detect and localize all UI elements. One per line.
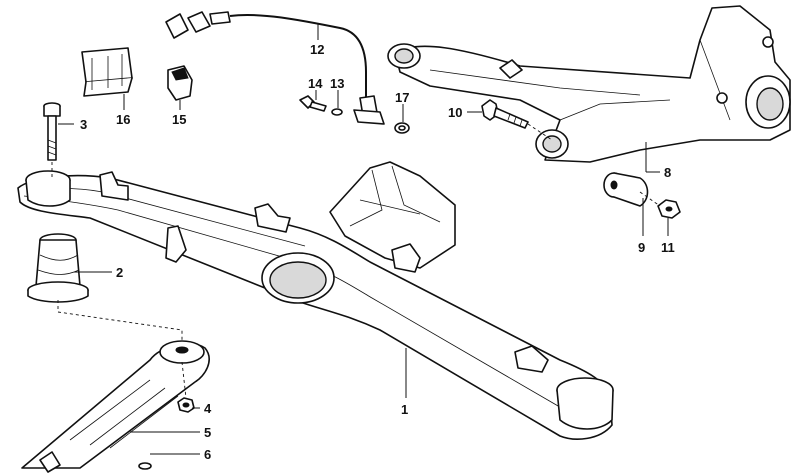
callout-cable-ring: 17 <box>395 90 409 105</box>
assembly-guide <box>181 361 187 399</box>
sensor-cable-part <box>165 11 385 125</box>
washer-part <box>138 462 152 470</box>
double-clip-part <box>81 47 133 97</box>
assembly-guide <box>639 191 661 207</box>
cable-washer-part <box>331 108 343 116</box>
mount-nut-part <box>177 397 195 413</box>
callout-double-clip: 16 <box>116 112 130 127</box>
callout-arm-bushing: 9 <box>638 240 645 255</box>
callout-rubber-mount: 2 <box>116 265 123 280</box>
leader-lines <box>58 24 669 455</box>
assembly-guide <box>527 123 553 141</box>
callout-axle-carrier: 1 <box>401 402 408 417</box>
callout-cable-washer: 13 <box>330 76 344 91</box>
support-bracket-part <box>21 340 210 473</box>
callout-mount-bolt: 3 <box>80 117 87 132</box>
callout-mount-nut: 4 <box>204 401 212 416</box>
trailing-arm-part <box>387 5 791 163</box>
assembly-guide <box>57 300 183 340</box>
arm-bolt-part <box>481 99 529 129</box>
mount-bolt-part <box>43 102 61 161</box>
callout-labels: 1 2 3 4 5 6 8 9 10 11 12 13 14 15 16 17 <box>80 42 675 462</box>
callout-arm-bolt: 10 <box>448 105 462 120</box>
cable-ring-part <box>394 122 410 134</box>
callout-trailing-arm: 8 <box>664 165 671 180</box>
callout-washer: 6 <box>204 447 211 462</box>
callout-cable-screw: 14 <box>308 76 323 91</box>
arm-bushing-part <box>603 172 649 207</box>
small-clip-part <box>167 65 193 101</box>
callout-support-bracket: 5 <box>204 425 211 440</box>
callout-arm-nut: 11 <box>661 240 675 255</box>
arm-nut-part <box>657 199 681 219</box>
axle-carrier-part <box>17 161 614 440</box>
cable-screw-part <box>299 95 327 112</box>
callout-small-clip: 15 <box>172 112 186 127</box>
callout-sensor-cable: 12 <box>310 42 324 57</box>
rubber-mount-part <box>27 233 89 303</box>
